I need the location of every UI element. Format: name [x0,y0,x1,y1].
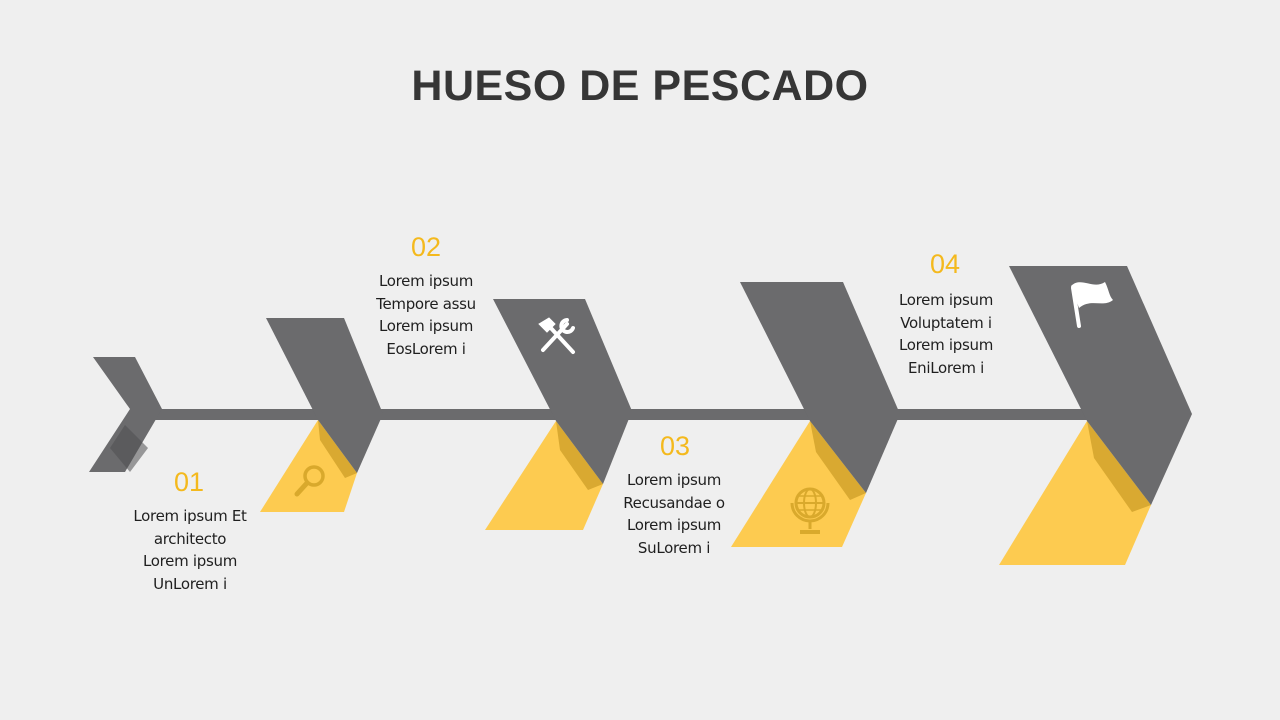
bone-1 [260,318,383,512]
step-4-number: 04 [929,249,961,279]
bone-4 [999,266,1192,565]
step-2-number: 02 [410,232,442,262]
tail-chevron [89,357,162,472]
step-3-line: Lorem ipsum [626,516,722,534]
step-2-text: Lorem ipsum Tempore assu Lorem ipsum Eos… [351,270,501,360]
step-3-line: Lorem ipsum [626,471,722,489]
bone-1-shade [318,420,357,478]
step-1-text: Lorem ipsum Et architecto Lorem ipsum Un… [115,505,265,595]
step-1-line: Lorem ipsum [142,552,238,570]
step-4-text: Lorem ipsum Voluptatem i Lorem ipsum Eni… [871,289,1021,379]
step-2-line: Lorem ipsum [378,317,474,335]
bone-3 [731,282,900,547]
step-4-line: Lorem ipsum [898,336,994,354]
step-2-line: Lorem ipsum [378,272,474,290]
flag-icon [1071,282,1113,328]
magnifier-icon [294,465,325,497]
step-4-line: EniLorem i [907,358,985,377]
bone-2-shade [556,421,603,490]
step-2-line: EosLorem i [386,339,466,358]
bone-3-shade [810,421,866,500]
step-2-line: Tempore assu [376,294,476,313]
tail-shadow [110,425,148,472]
globe-icon [790,487,830,534]
page-title: HUESO DE PESCADO [411,62,869,110]
step-1-line: Lorem ipsum Et [133,507,247,525]
step-3-text: Lorem ipsum Recusandae o Lorem ipsum SuL… [599,469,749,559]
bone-2-gray [493,299,632,484]
step-4-line: Lorem ipsum [898,291,994,309]
bone-2 [485,299,632,530]
step-1-line: architecto [153,529,227,548]
step-4-line: Voluptatem i [900,313,992,332]
bone-4-gray [1009,266,1192,505]
step-3-line: Recusandae o [623,493,725,512]
step-1-number: 01 [173,467,205,497]
bone-4-shade [1087,421,1151,512]
step-1-line: UnLorem i [153,574,227,593]
bone-1-gray [266,318,383,473]
tools-icon [538,317,575,354]
step-3-line: SuLorem i [637,538,711,557]
step-3-number: 03 [659,431,691,461]
bone-3-gray [740,282,900,493]
